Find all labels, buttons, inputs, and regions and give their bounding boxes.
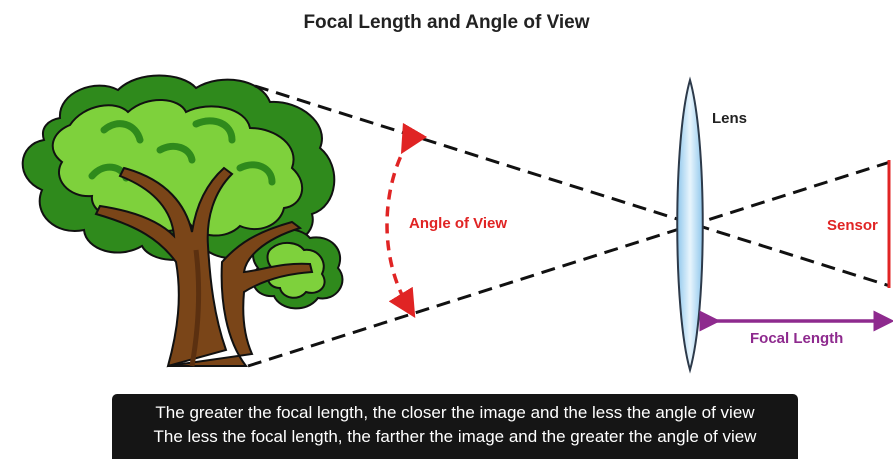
- caption-line-1: The greater the focal length, the closer…: [155, 403, 755, 422]
- diagram-title: Focal Length and Angle of View: [303, 12, 590, 33]
- lens-label: Lens: [712, 110, 748, 127]
- lens-shape: [676, 76, 704, 374]
- focal-length-label: Focal Length: [750, 330, 844, 347]
- sensor-label: Sensor: [827, 217, 878, 234]
- angle-of-view-label: Angle of View: [409, 215, 508, 232]
- angle-of-view-arrow: [385, 122, 428, 318]
- caption-line-2: The less the focal length, the farther t…: [153, 427, 757, 446]
- ray-lower: [247, 160, 891, 368]
- light-rays: [247, 84, 891, 368]
- caption-box: The greater the focal length, the closer…: [112, 394, 798, 459]
- tree-trunk-shading: [189, 249, 202, 367]
- ray-upper: [254, 84, 891, 288]
- tree-illustration: [21, 74, 344, 368]
